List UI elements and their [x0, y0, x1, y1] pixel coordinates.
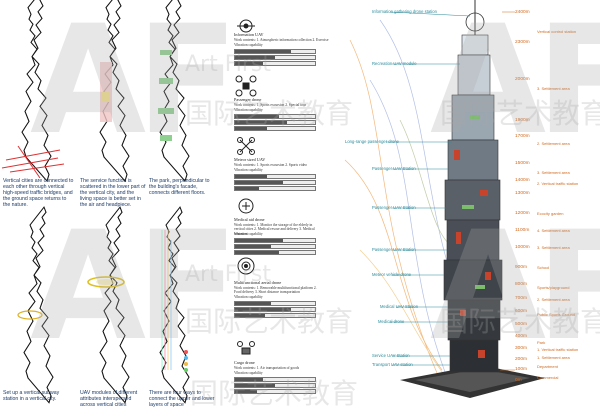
height-label: 3. Settlement area — [537, 170, 570, 175]
drone-spec-bar-3 — [234, 174, 316, 179]
height-value: 900m — [515, 265, 527, 270]
tower-label-3: Long-range passenger drone — [345, 139, 400, 144]
tower-sketch-6 — [159, 206, 190, 404]
drone-title-6: Cargo drone — [234, 360, 255, 365]
height-label: 2. Vertical traffic station — [537, 181, 579, 186]
height-value: 600m — [515, 309, 527, 314]
height-value: 1300m — [515, 191, 530, 196]
tower-label-6: Passenger UAV Station — [372, 247, 416, 252]
multifunctional-drone-icon — [237, 257, 255, 275]
height-label: 4. Settlement area — [537, 228, 570, 233]
height-label: 3. Settlement area — [537, 86, 570, 91]
height-value: 1900m — [515, 118, 530, 123]
height-label: Park — [537, 340, 546, 345]
tower-body — [443, 34, 503, 373]
drone-vibration-2: Vibration capability — [234, 108, 263, 112]
height-label: 3. Settlement area — [537, 245, 570, 250]
tower-label-10: Service UAV Station — [372, 353, 410, 358]
drone-title-3: Meteor sized UAV — [234, 157, 266, 162]
traffic-bridges — [1, 145, 65, 179]
tower-label-4: Passenger UAV Station — [372, 166, 416, 171]
tower-section-drawing — [344, 0, 545, 398]
panel-caption-5: UAV modules of different attributes inte… — [80, 390, 138, 408]
height-label: Vertical control station — [537, 29, 577, 34]
drone-work-1: Work contents: 1. Atmospheric informatio… — [234, 38, 329, 42]
height-value: 2300m — [515, 40, 530, 45]
drone-title-5: Multifunctional aerial drone — [234, 280, 282, 285]
panel-illustrations — [1, 0, 190, 404]
height-label: 2. Settlement area — [537, 141, 570, 146]
tower-label-8: Medical UAV Station — [380, 304, 419, 309]
drone-title-4: Medical aid drone — [234, 217, 265, 222]
height-value: 1700m — [515, 134, 530, 139]
height-value: 2000m — [515, 77, 530, 82]
height-value: 0m — [515, 378, 522, 383]
drone-title-2: Passenger drone — [234, 97, 262, 102]
height-value: 1200m — [515, 211, 530, 216]
cargo-drone-icon — [237, 341, 255, 355]
height-label: Commercial — [537, 375, 559, 380]
drone-work-6: Work contents: 1. Air transportation of … — [234, 366, 300, 370]
panel-caption-3: The park, perpendicular to the building'… — [149, 178, 210, 196]
height-value: 1100m — [515, 228, 530, 233]
height-value: 300m — [515, 346, 527, 351]
tower-sketch-4 — [23, 206, 54, 404]
panel-caption-2: The service function is scattered in the… — [80, 178, 146, 208]
drone-spec-bar-6 — [234, 377, 316, 382]
drone-spec-bar-4 — [234, 238, 316, 243]
height-value: 800m — [515, 282, 527, 287]
height-value: 500m — [515, 322, 527, 327]
drone-icons — [235, 19, 257, 355]
height-label: School — [537, 265, 550, 270]
height-value: 400m — [515, 334, 527, 339]
tower-label-11: Transport UAV station — [372, 362, 413, 367]
height-label: Public Sports Ground — [537, 312, 576, 317]
drone-spec-bar-2 — [234, 114, 316, 119]
height-value: 1000m — [515, 245, 530, 250]
tower-label-5: Passenger UAV Station — [372, 205, 416, 210]
information-drone-icon — [237, 19, 255, 33]
tower-sketch-3 — [159, 0, 190, 182]
tower-sketch-5 — [99, 206, 130, 404]
height-value: 1400m — [515, 178, 530, 183]
drone-vibration-4: Vibration capability — [234, 232, 263, 236]
height-value: 700m — [515, 296, 527, 301]
height-label: Department — [537, 364, 558, 369]
tower-label-1: Information gathering drone station — [372, 9, 437, 14]
passenger-drone-icon — [235, 75, 257, 97]
drone-vibration-5: Vibration capability — [234, 295, 263, 299]
tower-label-7: Meteor vehicle drone — [372, 272, 412, 277]
panel-caption-1: Vertical cities are connected to each ot… — [3, 178, 74, 208]
height-label: 1. Vertical traffic station — [537, 347, 579, 352]
panel-caption-6: There are four ways to connect the upper… — [149, 390, 215, 408]
medical-drone-icon — [238, 198, 254, 214]
drone-spec-bar-5 — [234, 301, 316, 306]
height-label: Ecocity garden — [537, 211, 564, 216]
drone-work-4: Work contents: 1. Monitor the storage of… — [234, 223, 315, 236]
height-value: 1500m — [515, 161, 530, 166]
drone-work-2: Work contents: 1. Sports excursion 2. Sp… — [234, 103, 307, 107]
meteor-drone-icon — [237, 137, 255, 155]
drone-work-5: Work contents: 1. Removable multifunctio… — [234, 286, 317, 295]
panel-caption-4: Set up a vertical subway station in a ve… — [3, 390, 60, 402]
drone-vibration-3: Vibration capability — [234, 168, 263, 172]
height-label: 2. Settlement area — [537, 297, 570, 302]
drone-vibration-1: Vibration capability — [234, 43, 263, 47]
height-label: Sports/playground — [537, 285, 570, 290]
drone-work-3: Work contents: 1. Sports excursion 2. Sp… — [234, 163, 307, 167]
height-value: 200m — [515, 357, 527, 362]
drone-vibration-6: Vibration capability — [234, 371, 263, 375]
tower-label-9: Medical drone — [378, 319, 405, 324]
height-value: 100m — [515, 367, 527, 372]
drone-spec-bar-1 — [234, 49, 316, 54]
drone-title-1: Information UAV — [234, 32, 264, 37]
height-label: 1. Settlement area — [537, 355, 570, 360]
tower-label-2: Recreation UAV module — [372, 61, 417, 66]
height-value: 2400m — [515, 10, 530, 15]
